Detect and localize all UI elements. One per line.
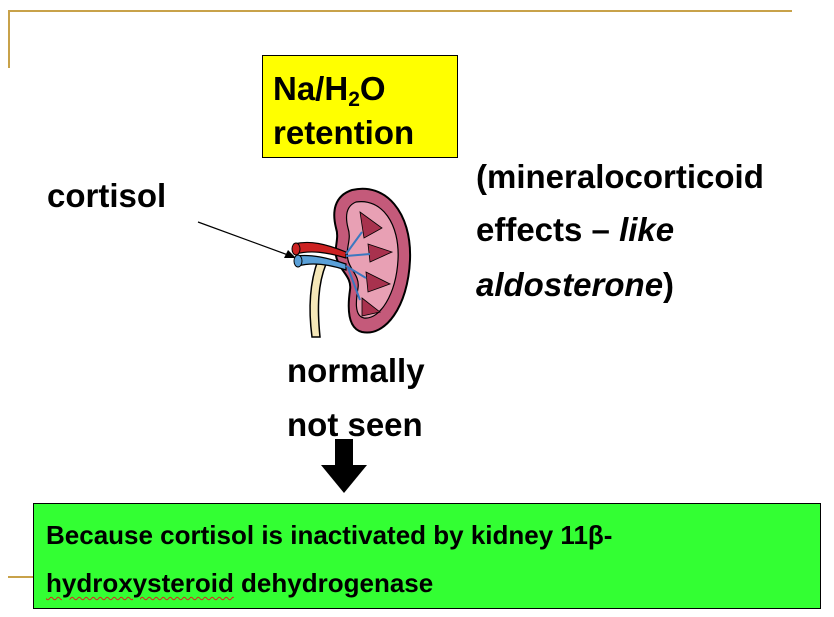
normally-line2: not seen [287, 406, 423, 443]
retention-box-line2: retention [273, 114, 415, 151]
explanation-box: Because cortisol is inactivated by kidne… [33, 503, 821, 609]
kidney-illustration [291, 187, 412, 338]
effects-line3: aldosterone) [476, 266, 675, 303]
bottom-left-rule [8, 576, 34, 578]
down-arrow [321, 439, 367, 493]
effects-line1: (mineralocorticoid [476, 158, 764, 195]
retention-box-line1: Na/H2O [273, 70, 386, 111]
explanation-line1: Because cortisol is inactivated by kidne… [46, 520, 613, 550]
left-rule [8, 10, 10, 68]
retention-box: Na/H2O retention [262, 55, 458, 158]
normally-line1: normally [287, 352, 425, 389]
effects-line2: effects – like [476, 211, 675, 248]
explanation-line2: hydroxysteroid dehydrogenase [46, 568, 434, 598]
top-rule [8, 10, 792, 12]
cortisol-label: cortisol [47, 177, 167, 214]
